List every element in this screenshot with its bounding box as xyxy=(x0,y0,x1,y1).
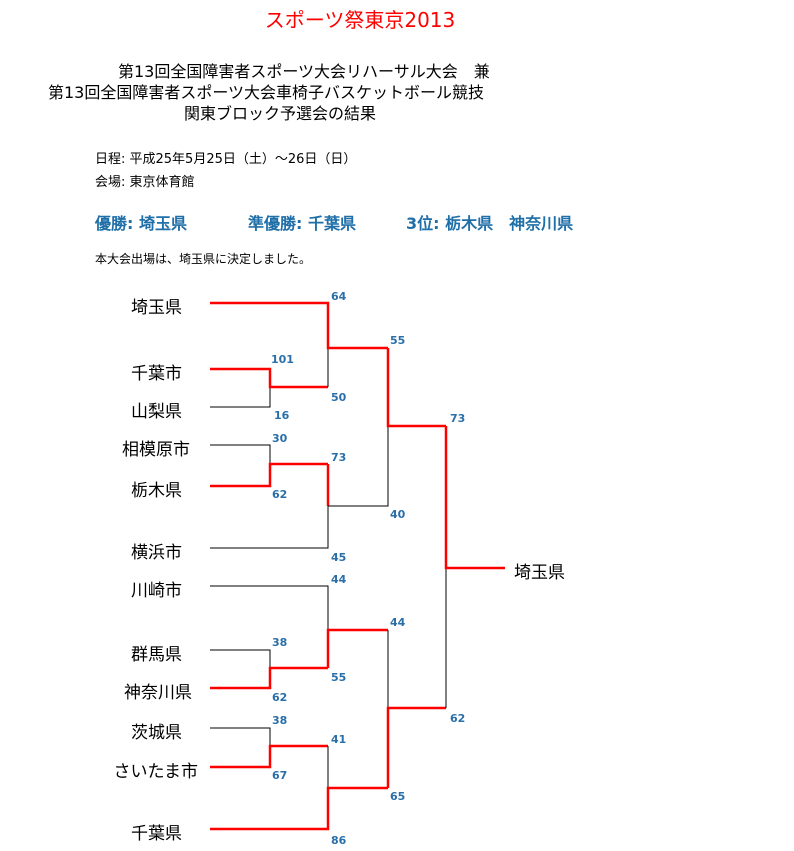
bracket-line-yamanashi xyxy=(210,382,271,408)
team-tochigi: 栃木県 xyxy=(131,481,182,501)
bracket-line-r2-kanagawa xyxy=(326,628,388,668)
page-title: スポーツ祭東京2013 xyxy=(264,8,456,32)
bracket-line-ibaraki xyxy=(210,727,271,746)
team-yamanashi: 山梨県 xyxy=(131,402,182,422)
team-saitama: 埼玉県 xyxy=(131,298,182,318)
event-date: 日程: 平成25年5月25日（土）～26日（日） xyxy=(95,152,357,167)
team-chiba-city: 千葉市 xyxy=(131,364,182,384)
event-venue: 会場: 東京体育館 xyxy=(95,175,195,190)
score-r1-chiba-city: 101 xyxy=(271,353,294,366)
score-sf-chiba-pref: 65 xyxy=(390,790,406,803)
bracket-line-sf-tochigi xyxy=(328,426,389,507)
bracket-line-chiba-city xyxy=(210,367,328,389)
result-runner-up: 準優勝: 千葉県 xyxy=(248,214,356,233)
score-final-chiba-pref: 62 xyxy=(450,712,466,725)
score-sf-tochigi: 40 xyxy=(390,508,406,521)
team-gunma: 群馬県 xyxy=(131,645,182,665)
qualification-note: 本大会出場は、埼玉県に決定しました。 xyxy=(95,252,312,266)
subtitle-line-2: 第13回全国障害者スポーツ大会車椅子バスケットボール競技 xyxy=(48,83,485,102)
score-sf-kanagawa: 44 xyxy=(390,616,406,629)
score-r2-saitama-city: 41 xyxy=(331,733,347,746)
score-r2-kanagawa: 55 xyxy=(331,671,347,684)
bracket-line-sf-chiba-pref xyxy=(386,706,446,788)
bracket-line-gunma xyxy=(210,649,271,668)
bracket-line-chiba-pref xyxy=(210,786,388,831)
result-third: 3位: 栃木県 神奈川県 xyxy=(406,214,574,233)
score-r2-yokohama: 45 xyxy=(331,551,347,564)
score-sf-saitama: 55 xyxy=(390,334,406,347)
team-sagamihara: 相模原市 xyxy=(122,440,190,460)
bracket-line-saitama xyxy=(210,301,388,350)
bracket-line-yokohama xyxy=(210,506,329,549)
team-yokohama: 横浜市 xyxy=(131,543,182,563)
bracket-line-saitama-city xyxy=(210,744,328,769)
score-final-saitama: 73 xyxy=(450,412,466,425)
score-r2-chiba-pref: 86 xyxy=(331,834,347,847)
score-r2-saitama: 64 xyxy=(331,290,347,303)
score-r1-ibaraki: 38 xyxy=(272,714,288,727)
bracket-line-sagamihara xyxy=(210,444,271,466)
score-r1-saitama-city: 67 xyxy=(272,769,288,782)
team-kanagawa: 神奈川県 xyxy=(124,683,192,703)
score-r2-chiba-city: 50 xyxy=(331,391,347,404)
bracket-line-kanagawa xyxy=(210,666,328,690)
bracket-line-champion xyxy=(444,426,505,570)
team-chiba-pref: 千葉県 xyxy=(131,824,182,844)
team-kawasaki: 川崎市 xyxy=(131,581,182,601)
score-r1-sagamihara: 30 xyxy=(272,432,288,445)
score-r1-kanagawa: 62 xyxy=(272,691,288,704)
bracket-line-tochigi xyxy=(210,462,328,488)
team-ibaraki: 茨城県 xyxy=(131,723,182,743)
score-r2-kawasaki: 44 xyxy=(331,573,347,586)
score-r1-yamanashi: 16 xyxy=(274,409,290,422)
champion-team: 埼玉県 xyxy=(514,563,565,583)
subtitle-line-1: 第13回全国障害者スポーツ大会リハーサル大会 兼 xyxy=(118,62,490,81)
team-saitama-city: さいたま市 xyxy=(113,762,199,782)
result-winner: 優勝: 埼玉県 xyxy=(95,214,187,233)
subtitle-line-3: 関東ブロック予選会の結果 xyxy=(184,104,377,123)
score-r1-tochigi: 62 xyxy=(272,488,288,501)
bracket-line-kawasaki xyxy=(210,585,329,630)
score-r2-tochigi: 73 xyxy=(331,451,347,464)
score-r1-gunma: 38 xyxy=(272,636,288,649)
bracket-line-sf-saitama xyxy=(386,348,446,428)
